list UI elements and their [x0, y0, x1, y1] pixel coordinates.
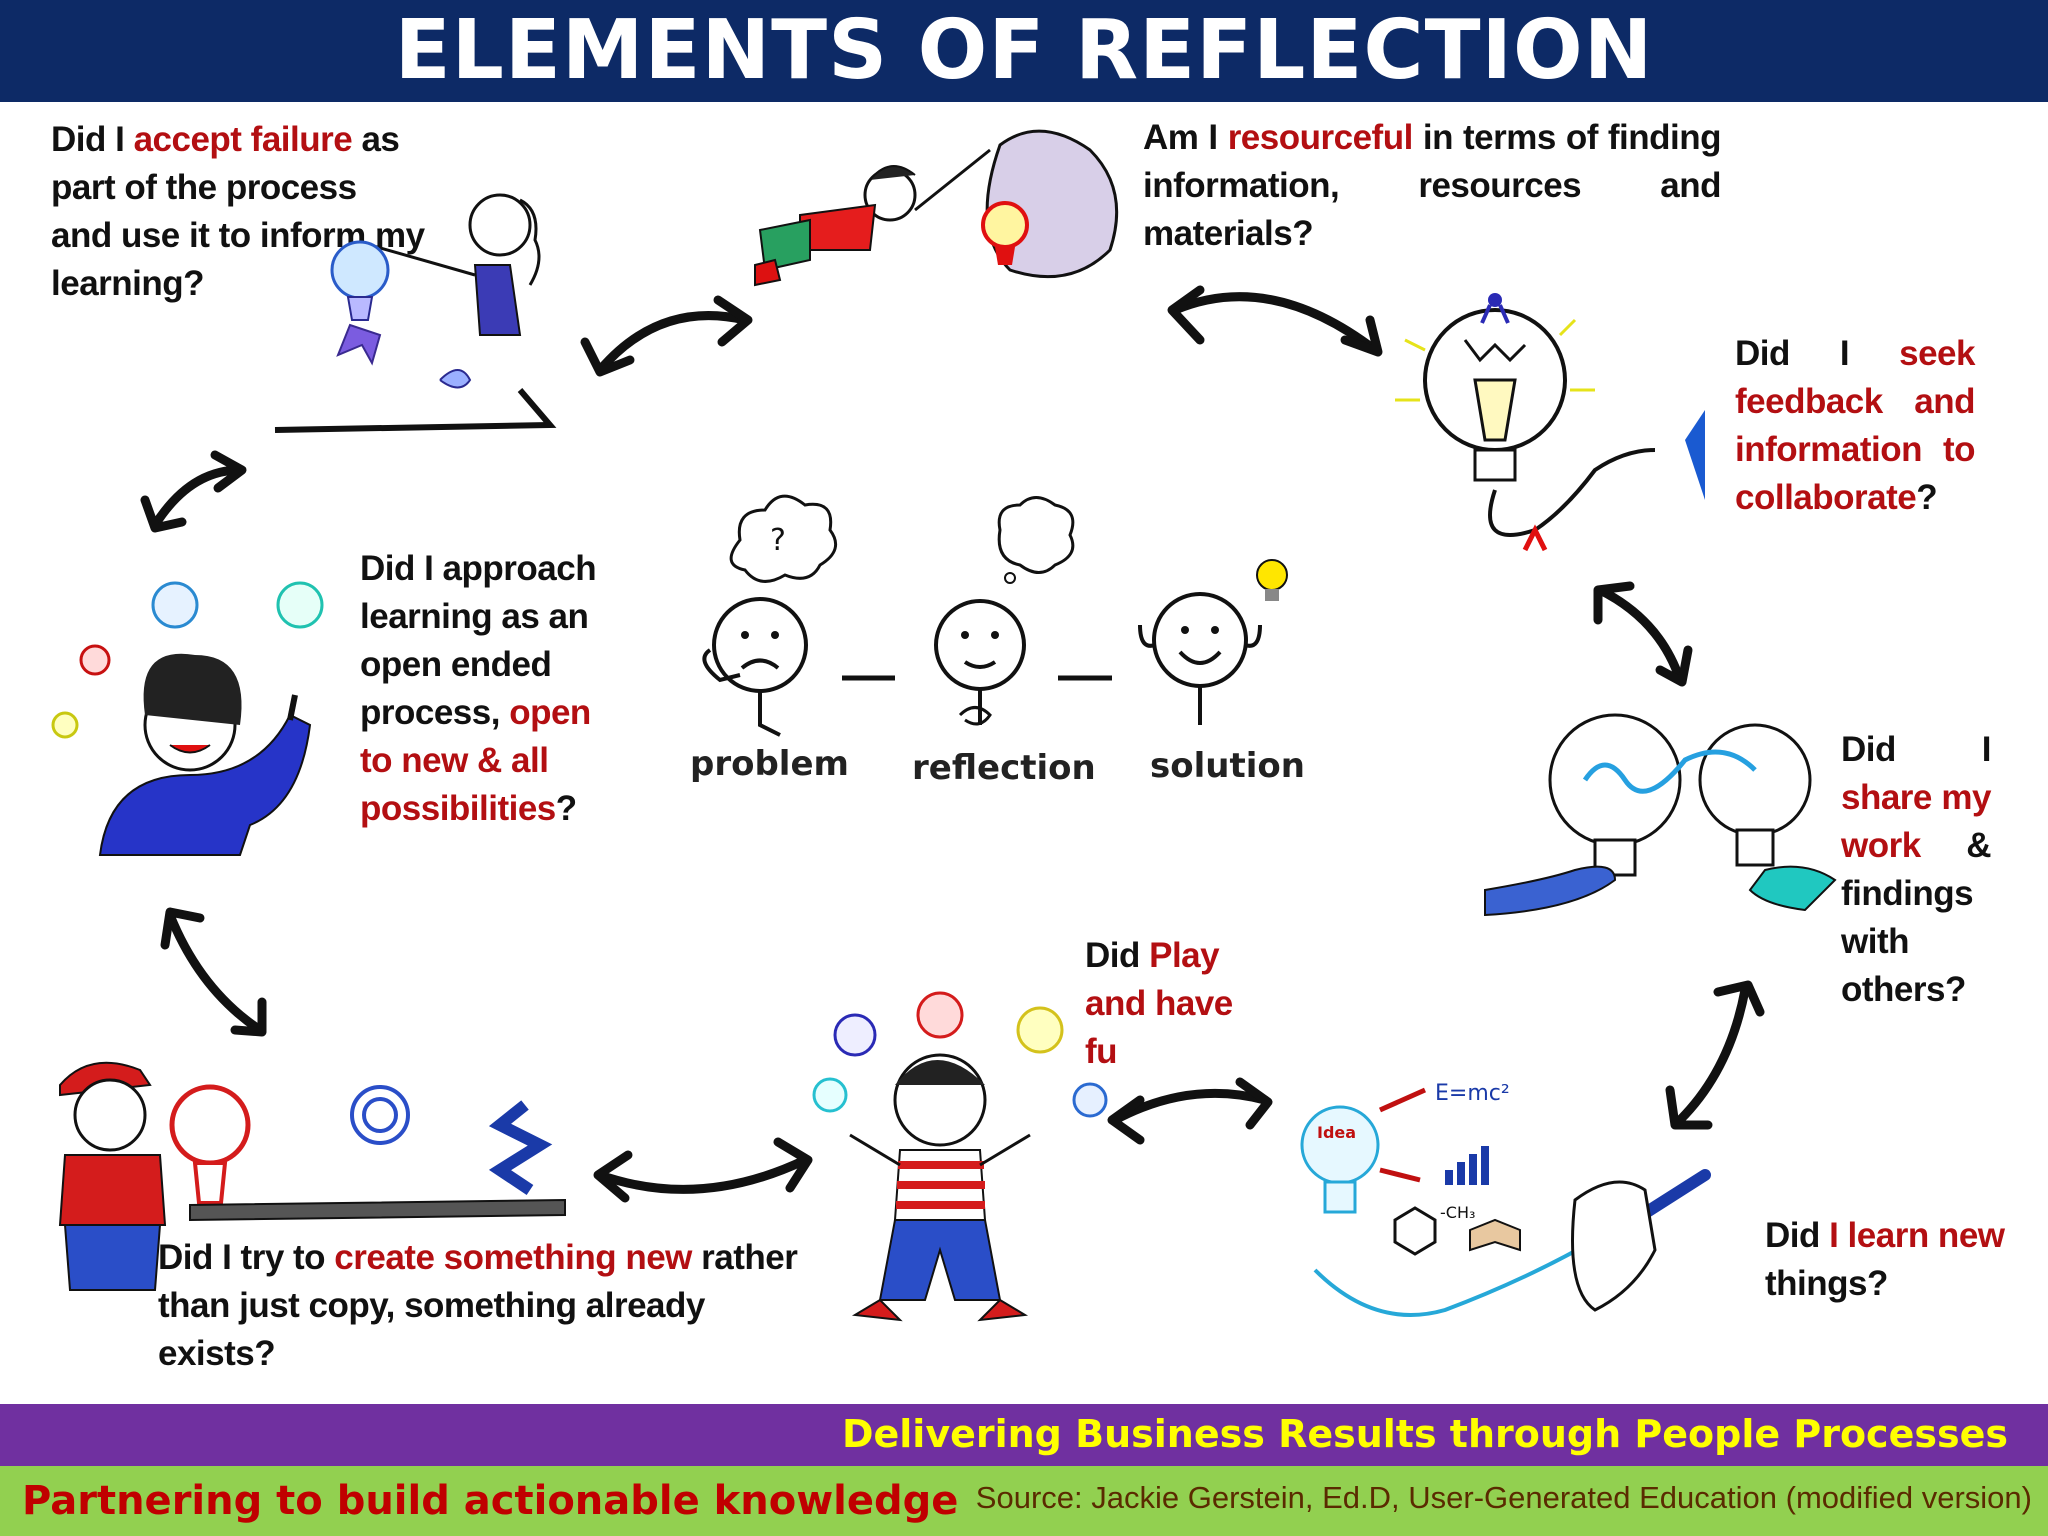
- lightbulb-icon: [1256, 559, 1288, 601]
- question-highlight: accept failure: [133, 120, 353, 159]
- center-faces: ?: [702, 494, 1288, 737]
- footer-source-bar: [0, 1466, 2048, 1536]
- sketch-share-bulbs: [1484, 713, 1837, 917]
- question-highlight: seek feedback and information to collabo…: [1735, 334, 1976, 517]
- sketch-failure-girl: [274, 193, 557, 433]
- footer-tagline-bar: [0, 1404, 2048, 1466]
- thought-bubble-problem: ?: [729, 494, 838, 583]
- question-highlight: I learn new: [1829, 1216, 2005, 1255]
- arrow-share-to-learn: [1665, 980, 1765, 1130]
- thought-bubble-reflection: [997, 496, 1075, 584]
- question-approach-learning: Did I approach learning as an open ended…: [360, 545, 610, 833]
- sketch-play-boy: [812, 991, 1108, 1322]
- question-seek-feedback: Did I seek feedback and information to c…: [1735, 330, 1976, 522]
- arrow-learn-to-play: [1107, 1077, 1273, 1145]
- question-pre: Did I: [1841, 730, 1992, 769]
- page-title: ELEMENTS OF REFLECTION: [0, 0, 2048, 102]
- question-post: rather than just copy, something already…: [158, 1238, 798, 1373]
- question-post: as part of the process and use it to inf…: [51, 120, 425, 303]
- question-highlight: Play and have fu: [1085, 936, 1233, 1071]
- question-post: ?: [1916, 478, 1938, 517]
- idea-note: Idea: [1317, 1123, 1356, 1142]
- question-pre: Did: [1765, 1216, 1830, 1255]
- question-accept-failure: Did I accept failure as part of the proc…: [51, 116, 426, 308]
- happy-face-icon: [1138, 592, 1262, 725]
- question-pre: Am I: [1143, 118, 1228, 157]
- arrow-resource-to-feedback: [1167, 285, 1383, 357]
- footer-tagline: Delivering Business Results through Peop…: [841, 1412, 2008, 1456]
- question-resourceful: Am I resourceful in terms of finding inf…: [1143, 114, 1722, 258]
- question-post: things?: [1765, 1264, 1888, 1303]
- arrow-feedback-to-share: [1593, 581, 1693, 687]
- sad-face-icon: [702, 597, 808, 737]
- footer-slogan: Partnering to build actionable knowledge: [22, 1478, 959, 1524]
- sketch-resourceful-boy: [754, 129, 1119, 287]
- formula-note: E=mc²: [1435, 1081, 1510, 1106]
- footer-source: Source: Jackie Gerstein, Ed.D, User-Gene…: [975, 1480, 2032, 1515]
- chem-note: -CH₃: [1440, 1203, 1475, 1222]
- arrow-play-to-create: [593, 1137, 813, 1203]
- arrow-failure-to-resource: [580, 295, 753, 377]
- label-solution: solution: [1150, 746, 1305, 786]
- question-share-work: Did I share my work & findings with othe…: [1841, 726, 1992, 1014]
- question-mark-icon: ?: [770, 523, 786, 558]
- question-pre: Did: [1085, 936, 1150, 975]
- question-highlight: resourceful: [1227, 118, 1414, 157]
- question-pre: Did I try to: [158, 1238, 335, 1277]
- label-reflection: reflection: [912, 748, 1096, 788]
- label-problem: problem: [690, 744, 849, 784]
- arrow-approach-to-failure: [140, 450, 247, 533]
- question-create-new: Did I try to create something new rather…: [158, 1234, 798, 1378]
- question-learn-new: Did I learn new things?: [1765, 1212, 2015, 1308]
- arrow-create-to-approach: [160, 907, 267, 1037]
- sketch-create-boy: [58, 1061, 566, 1291]
- question-post: & findings with others?: [1841, 826, 1992, 1009]
- question-post: ?: [555, 789, 577, 828]
- question-highlight: open to new & all possibilities: [360, 693, 591, 828]
- question-highlight: create something new: [334, 1238, 692, 1277]
- sketch-learn-bulb: Idea E=mc² -CH₃: [1300, 1081, 1711, 1317]
- question-highlight: share my work: [1841, 778, 1992, 865]
- question-post: in terms of finding information, resourc…: [1143, 118, 1722, 253]
- question-play: Did Play and have fu: [1085, 932, 1245, 1076]
- question-pre: Did I: [1735, 334, 1900, 373]
- question-pre: Did I: [51, 120, 134, 159]
- neutral-face-icon: [934, 599, 1026, 726]
- sketch-feedback-bulb: [1395, 293, 1705, 552]
- question-pre: Did I approach learning as an open ended…: [360, 549, 597, 732]
- sketch-open-woman: [51, 581, 324, 856]
